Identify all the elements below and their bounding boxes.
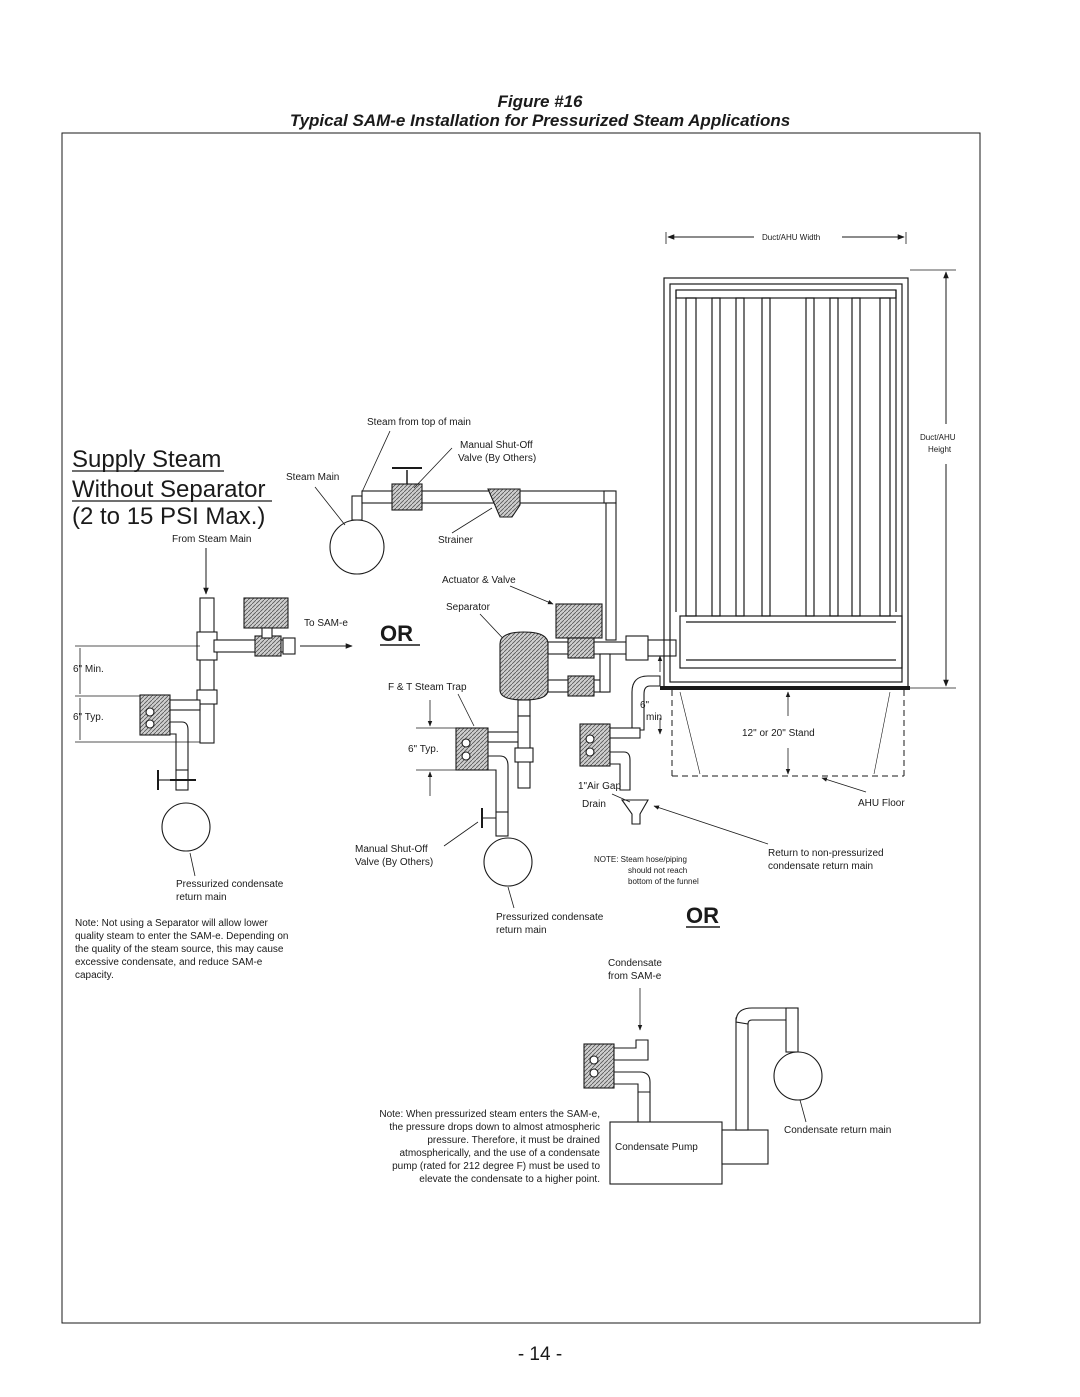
- from-steam-main-label: From Steam Main: [172, 534, 251, 545]
- or-label-2: OR: [686, 903, 719, 928]
- pressurized-note-line: the pressure drops down to almost atmosp…: [389, 1122, 600, 1133]
- pressurized-condensate-mid-1: Pressurized condensate: [496, 912, 604, 923]
- six-typ-mid-label: 6" Typ.: [408, 744, 439, 755]
- six-quote-label: 6": [640, 700, 650, 711]
- page-number: - 14 -: [517, 1344, 563, 1365]
- heading-block: Supply Steam Without Separator (2 to 15 …: [72, 446, 272, 530]
- note-hose-2: should not reach: [628, 866, 687, 875]
- ahu-floor-base: [660, 686, 910, 690]
- pressurized-note-line: pressure. Therefore, it must be drained: [427, 1135, 600, 1146]
- six-typ-left-label: 6" Typ.: [73, 712, 104, 723]
- ft-trap-label: F & T Steam Trap: [388, 682, 467, 693]
- pressurized-note-line: Note: When pressurized steam enters the …: [379, 1109, 600, 1120]
- or-label-1: OR: [380, 621, 413, 646]
- strainer-label: Strainer: [438, 535, 474, 546]
- pressurized-note-line: pump (rated for 212 degree F) must be us…: [392, 1161, 600, 1172]
- separator-label: Separator: [446, 602, 491, 613]
- left-piping-assembly: [139, 597, 296, 852]
- condensate-pump-assembly: [583, 1007, 823, 1185]
- stand: [671, 690, 905, 777]
- pressurized-note: Note: When pressurized steam enters the …: [379, 1109, 600, 1185]
- manual-shutoff-top-1: Manual Shut-Off: [460, 440, 533, 451]
- stand-label: 12" or 20" Stand: [742, 728, 815, 739]
- ahu-unit: [663, 277, 909, 689]
- separator-note-line: excessive condensate, and reduce SAM-e: [75, 957, 263, 968]
- steam-main-label: Steam Main: [286, 472, 339, 483]
- heading-line-1: Supply Steam: [72, 446, 221, 473]
- pressurized-note-line: atmospherically, and the use of a conden…: [400, 1148, 601, 1159]
- pressurized-condensate-left-2: return main: [176, 892, 227, 903]
- separator-note-line: the quality of the steam source, this ma…: [75, 944, 284, 955]
- page-frame: [61, 132, 981, 1324]
- steam-from-top-label: Steam from top of main: [367, 417, 471, 428]
- min-label: min: [646, 712, 662, 723]
- ahu-floor-label: AHU Floor: [858, 798, 905, 809]
- air-gap-label: 1"Air Gap: [578, 781, 621, 792]
- manual-shutoff-mid-2: Valve (By Others): [355, 857, 433, 868]
- return-non-pressurized-1: Return to non-pressurized: [768, 848, 884, 859]
- drain-label: Drain: [582, 799, 606, 810]
- manual-shutoff-top-2: Valve (By Others): [458, 453, 536, 464]
- note-hose-1: NOTE: Steam hose/piping: [594, 855, 687, 864]
- manual-shutoff-mid-1: Manual Shut-Off: [355, 844, 428, 855]
- separator-note: Note: Not using a Separator will allow l…: [75, 918, 288, 981]
- figure-number: Figure #16: [497, 92, 583, 111]
- duct-height-label-2: Height: [928, 445, 952, 454]
- six-min-label: 6" Min.: [73, 664, 104, 675]
- separator-assembly: [455, 603, 677, 887]
- duct-width-label: Duct/AHU Width: [762, 233, 820, 242]
- figure-title: Typical SAM-e Installation for Pressuriz…: [289, 111, 791, 130]
- sam-drain-assembly: [579, 675, 661, 825]
- note-hose-3: bottom of the funnel: [628, 877, 699, 886]
- pressurized-condensate-left-1: Pressurized condensate: [176, 879, 284, 890]
- pressurized-condensate-mid-2: return main: [496, 925, 547, 936]
- cond-return-main-label: Condensate return main: [784, 1125, 891, 1136]
- actuator-valve-label: Actuator & Valve: [442, 575, 516, 586]
- to-sam-label: To SAM-e: [304, 618, 348, 629]
- heading-line-3: (2 to 15 PSI Max.): [72, 503, 265, 530]
- pressurized-note-line: elevate the condensate to a higher point…: [419, 1174, 600, 1185]
- separator-note-line: capacity.: [75, 970, 114, 981]
- cond-from-label-2: from SAM-e: [608, 971, 662, 982]
- cond-pump-label: Condensate Pump: [615, 1142, 698, 1153]
- duct-height-label-1: Duct/AHU: [920, 433, 956, 442]
- separator-note-line: quality steam to enter the SAM-e. Depend…: [75, 931, 288, 942]
- steam-main-piping: [329, 467, 617, 641]
- cond-from-label-1: Condensate: [608, 958, 662, 969]
- separator-note-line: Note: Not using a Separator will allow l…: [75, 918, 269, 929]
- return-non-pressurized-2: condensate return main: [768, 861, 873, 872]
- heading-line-2: Without Separator: [72, 476, 265, 503]
